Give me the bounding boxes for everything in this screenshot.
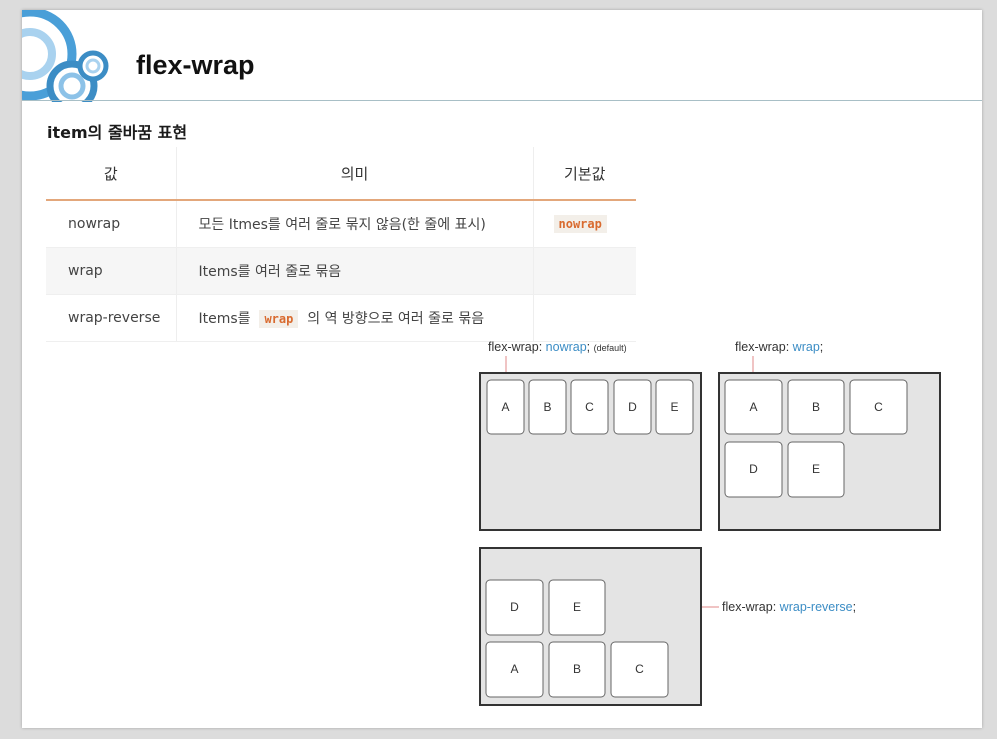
section-subtitle: item의 줄바꿈 표현 (47, 123, 188, 142)
table-row: wrap-reverse Items를 wrap 의 역 방향으로 여러 줄로 … (46, 294, 636, 342)
flex-item-label: E (670, 400, 678, 414)
flex-item-box (610, 641, 669, 698)
flex-item-box (486, 379, 525, 435)
flex-item-box (548, 641, 606, 698)
flex-item-box (849, 379, 908, 435)
flex-item-label: A (501, 400, 509, 414)
flex-item-label: B (573, 662, 581, 676)
nowrap-label: flex-wrap: nowrap; (default) (488, 340, 627, 354)
wrap-semicolon: ; (820, 340, 823, 354)
header-default: 기본값 (533, 147, 636, 201)
reverse-items: D E A B C (485, 579, 669, 698)
table-row: nowrap 모든 Itmes를 여러 줄로 묶지 않음(한 줄에 표시) no… (46, 200, 636, 248)
wrap-value: wrap (792, 340, 820, 354)
table-row: wrap Items를 여러 줄로 묶음 (46, 247, 636, 295)
flex-item-box (570, 379, 609, 435)
flex-item-box (787, 379, 845, 435)
meaning-code: wrap (259, 310, 299, 328)
wrap-items: A B C D E (724, 379, 908, 498)
reverse-label: flex-wrap: wrap-reverse; (722, 600, 856, 614)
reverse-value: wrap-reverse (779, 600, 853, 614)
flex-item-label: E (812, 462, 820, 476)
flex-wrap-diagram: flex-wrap: nowrap; (default) A B C D E f… (479, 340, 941, 706)
circles-logo-icon (22, 10, 109, 102)
page-title: flex-wrap (136, 50, 255, 80)
flex-item-label: D (510, 600, 519, 614)
nowrap-value: nowrap (546, 340, 587, 354)
flex-item-box (724, 379, 783, 435)
cell-meaning: Items를 여러 줄로 묶음 (176, 247, 534, 295)
property-table: 값 의미 기본값 nowrap 모든 Itmes를 여러 줄로 묶지 않음(한 … (46, 147, 636, 342)
flex-item-label: D (628, 400, 637, 414)
flex-item-label: E (573, 600, 581, 614)
reverse-prop: flex-wrap: (722, 600, 776, 614)
flex-item-label: C (585, 400, 594, 414)
header-meaning: 의미 (176, 147, 534, 201)
flex-item-box (548, 579, 606, 636)
cell-value: wrap (46, 247, 177, 295)
table-header-row: 값 의미 기본값 (46, 147, 636, 201)
flex-item-label: B (812, 400, 820, 414)
flex-item-label: A (510, 662, 518, 676)
flex-item-box (528, 379, 567, 435)
flex-item-box (485, 579, 544, 636)
meaning-before: Items를 (198, 311, 251, 327)
default-code: nowrap (553, 215, 607, 233)
flex-item-box (655, 379, 694, 435)
flex-item-label: C (635, 662, 644, 676)
flex-item-box (787, 441, 845, 498)
cell-default: nowrap (533, 200, 636, 248)
flex-item-box (485, 641, 544, 698)
title-divider (22, 100, 982, 101)
flex-item-label: C (874, 400, 883, 414)
cell-value: wrap-reverse (46, 294, 177, 342)
flex-item-label: D (749, 462, 758, 476)
flex-item-box (613, 379, 652, 435)
cell-default (533, 294, 636, 342)
wrap-prop: flex-wrap: (735, 340, 789, 354)
meaning-after: 의 역 방향으로 여러 줄로 묶음 (307, 311, 485, 327)
flex-item-label: A (749, 400, 757, 414)
nowrap-items: A B C D E (486, 379, 694, 435)
cell-value: nowrap (46, 200, 177, 248)
flex-item-box (724, 441, 783, 498)
nowrap-prop: flex-wrap: (488, 340, 542, 354)
cell-meaning: 모든 Itmes를 여러 줄로 묶지 않음(한 줄에 표시) (176, 200, 534, 248)
wrap-label: flex-wrap: wrap; (735, 340, 823, 354)
nowrap-semicolon: ; (587, 340, 590, 354)
cell-default (533, 247, 636, 295)
reverse-semicolon: ; (853, 600, 856, 614)
flex-item-label: B (543, 400, 551, 414)
slide: flex-wrap item의 줄바꿈 표현 값 의미 기본값 nowrap 모… (22, 10, 982, 728)
header-value: 값 (46, 147, 177, 201)
nowrap-default-note: (default) (594, 343, 627, 353)
cell-meaning: Items를 wrap 의 역 방향으로 여러 줄로 묶음 (176, 294, 534, 342)
